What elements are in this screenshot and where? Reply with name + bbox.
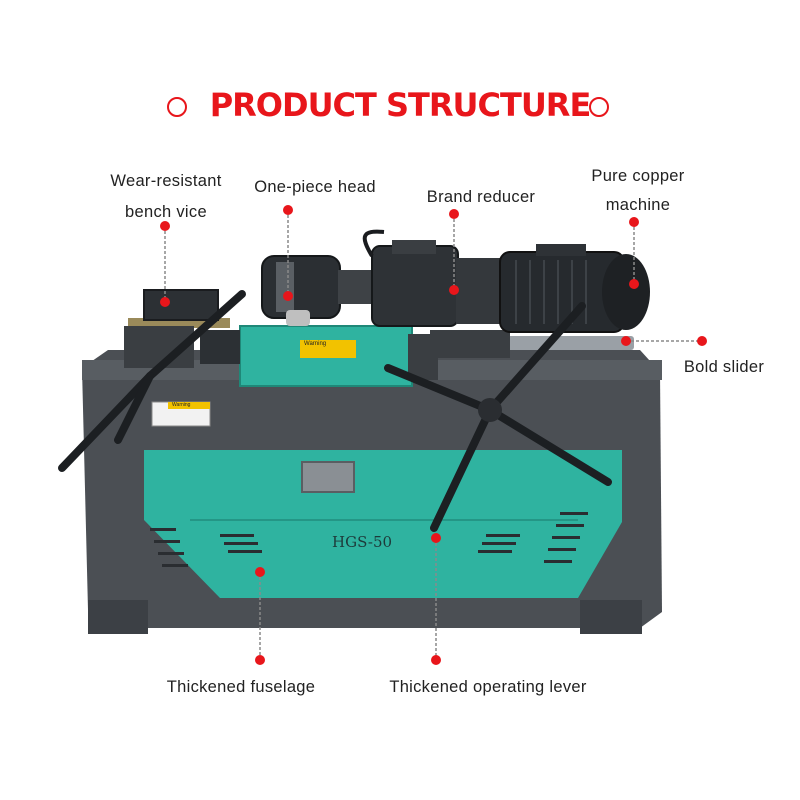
title-ring-right-icon [589,97,609,117]
vice-top-dot [160,221,170,231]
frame-warning-text: Warning [172,402,191,408]
vice-handwheel [58,290,246,472]
motor-fan-cover [602,254,650,330]
bench-vice [143,289,219,321]
slider-target-dot [621,336,631,346]
motor-top-dot [629,217,639,227]
head-nut [286,310,310,326]
reducer-target-dot [449,285,459,295]
lever-hub [478,398,502,422]
vice-jaw [200,330,240,364]
lever-target-dot [431,533,441,543]
power-cable [362,229,385,258]
label-bench-vice-line1: Wear-resistant [110,172,222,190]
label-copper-machine: Pure copper machine [570,162,706,220]
bold-slider-rod [500,336,634,350]
fuselage-target-dot [255,567,265,577]
fuselage-bottom-dot [255,655,265,665]
vice-target-dot [160,297,170,307]
slider-end-dot [697,336,707,346]
slider-carriage [430,330,510,358]
right-vents [478,512,588,563]
model-plate-text: HGS-50 [332,533,393,551]
operating-lever [384,302,612,532]
marker-dots [160,205,707,665]
teal-front-panel [144,450,622,598]
label-bold-slider: Bold slider [683,358,765,376]
lever-bottom-dot [431,655,441,665]
head-top-dot [283,205,293,215]
one-piece-head [261,255,341,319]
label-one-piece-head: One-piece head [254,178,376,196]
housing-warning-plate [300,340,356,358]
frame-warning-strip [168,402,210,409]
head-ring [276,262,294,312]
title-ring-left-icon [167,97,187,117]
label-thickened-fuselage: Thickened fuselage [166,678,316,696]
label-copper-machine-line2: machine [605,196,671,214]
reducer-cap [392,240,436,254]
head-target-dot [283,291,293,301]
label-operating-lever: Thickened operating lever [389,678,587,696]
motor-terminal-box [536,244,586,256]
left-foot [88,600,148,634]
vice-rail [128,318,230,328]
page-title: PRODUCT STRUCTURE [209,86,592,124]
center-nameplate [301,461,355,493]
housing-warning-text: Warning [304,341,327,347]
right-foot [580,600,642,634]
leader-lines [164,210,702,660]
left-vents [150,528,262,567]
motor-target-dot [629,279,639,289]
label-bench-vice-line2: bench vice [125,203,207,221]
brand-reducer [371,245,459,327]
reducer-top-dot [449,209,459,219]
label-copper-machine-line1: Pure copper [591,167,685,185]
label-bench-vice: Wear-resistant bench vice [78,166,254,228]
label-brand-reducer: Brand reducer [426,188,536,206]
